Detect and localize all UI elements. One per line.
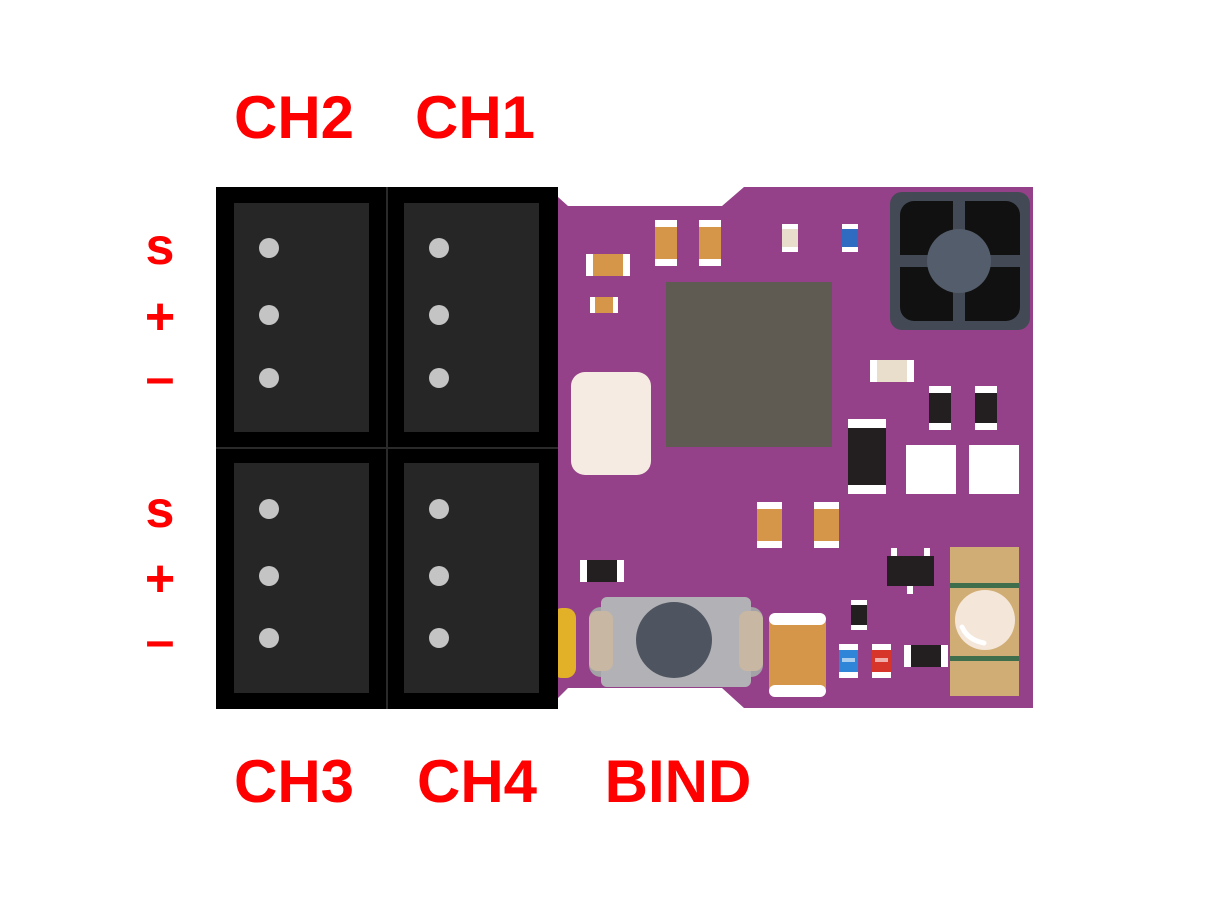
pin-ch1-signal (429, 238, 449, 258)
pin-label-bottom-signal: s (146, 481, 175, 539)
bulk-capacitor (769, 613, 826, 697)
tactile-push-button-icon[interactable] (589, 597, 763, 687)
label-ch1: CH1 (415, 84, 535, 151)
smd-capacitors-top (586, 220, 858, 313)
antenna-connector-icon (890, 192, 1030, 330)
label-ch3: CH3 (234, 748, 354, 815)
header-ch1 (404, 203, 539, 432)
header-ch3 (234, 463, 369, 693)
pin-ch2-signal (259, 238, 279, 258)
pin-label-top-signal: s (146, 218, 175, 276)
pin-ch3-signal (259, 499, 279, 519)
header-pins (259, 238, 449, 648)
pin-label-bottom-plus: + (145, 550, 175, 608)
pad-cream (571, 372, 651, 475)
pin-ch1-minus (429, 368, 449, 388)
pin-ch4-plus (429, 566, 449, 586)
servo-header-block (216, 187, 558, 709)
pin-label-top-plus: + (145, 288, 175, 346)
pin-label-bottom-minus: – (146, 612, 175, 670)
mcu-chip (666, 282, 832, 447)
label-ch4: CH4 (417, 748, 538, 815)
pin-ch4-minus (429, 628, 449, 648)
pin-ch3-minus (259, 628, 279, 648)
right-components (580, 360, 1019, 667)
pin-ch1-plus (429, 305, 449, 325)
pin-ch2-minus (259, 368, 279, 388)
pin-label-top-minus: – (146, 349, 175, 407)
label-ch2: CH2 (234, 84, 354, 151)
crystal (950, 547, 1019, 696)
header-ch4 (404, 463, 539, 693)
pin-ch3-plus (259, 566, 279, 586)
pin-ch4-signal (429, 499, 449, 519)
pin-ch2-plus (259, 305, 279, 325)
header-ch2 (234, 203, 369, 432)
label-bind: BIND (605, 748, 752, 815)
status-leds (839, 644, 891, 678)
